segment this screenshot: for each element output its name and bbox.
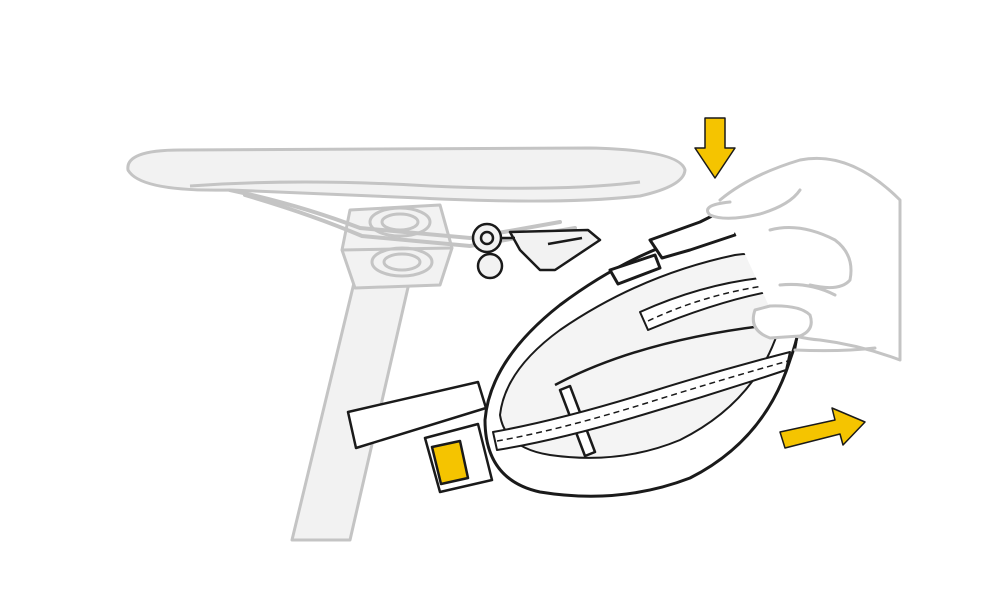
seat-post [290, 256, 414, 542]
arrow-down-icon [694, 117, 736, 179]
arrow-right-icon [779, 407, 866, 449]
seat-clamp [340, 203, 454, 290]
saddle-bag [483, 210, 804, 498]
saddle-mount-bracket [471, 222, 602, 280]
seat-rails [228, 188, 577, 249]
strap-buckle [430, 439, 470, 486]
hand [706, 156, 902, 362]
saddle [126, 146, 687, 203]
